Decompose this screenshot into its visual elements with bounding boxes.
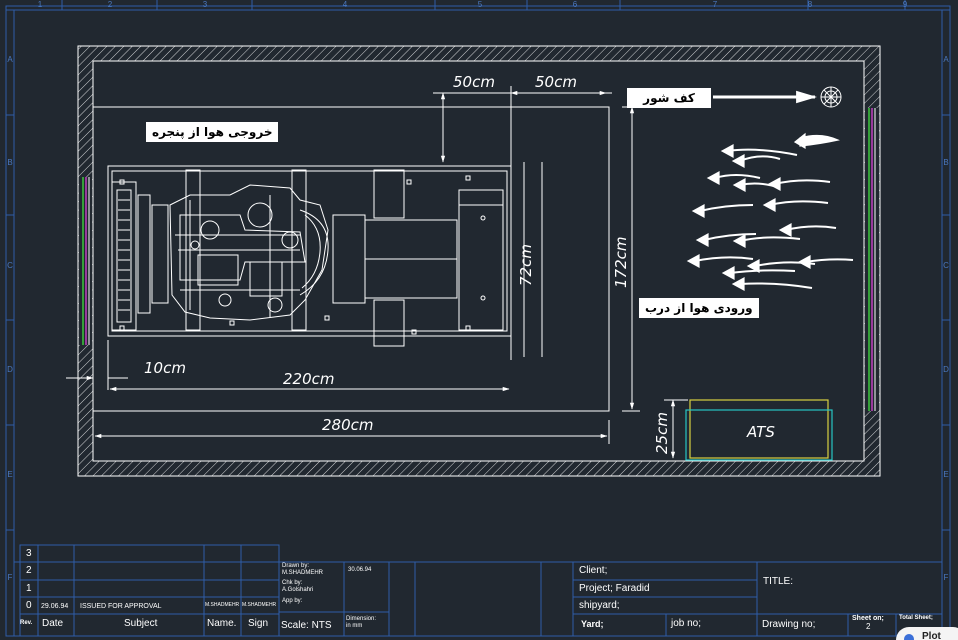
- border-row-label: B: [7, 158, 12, 167]
- floor-drain-symbol: [713, 86, 842, 108]
- border-row-label: F: [944, 573, 949, 582]
- dim-gap-top: 50cm: [453, 73, 495, 91]
- rev0-sign: M.SHADMEHR: [242, 602, 277, 608]
- border-row-label: C: [7, 261, 13, 270]
- app-by-label: App by:: [282, 598, 303, 604]
- header-name: Name.: [207, 618, 237, 629]
- header-subject: Subject: [124, 618, 158, 629]
- drawing-no: Drawing no;: [762, 619, 816, 630]
- yard: Yard;: [581, 619, 604, 629]
- client: Client;: [579, 565, 608, 576]
- title-label: TITLE:: [763, 576, 794, 587]
- sheet-border: [5, 5, 951, 637]
- border-row-label: A: [7, 55, 13, 64]
- plot-label: Plot: [922, 631, 941, 640]
- room-walls: [77, 45, 881, 477]
- rev0-subject: ISSUED FOR APPROVAL: [80, 603, 162, 610]
- scale: Scale: NTS: [281, 620, 332, 631]
- plot-button[interactable]: Plot: [896, 627, 958, 640]
- drawn-date: 30.06.94: [348, 567, 372, 573]
- total-sheet-label: Total Sheet;: [899, 615, 933, 621]
- dimension-label: Dimension:: [346, 616, 377, 622]
- dim-ats-height: 25cm: [653, 412, 671, 454]
- plot-icon: [904, 634, 914, 640]
- border-row-label: D: [7, 365, 13, 374]
- border-row-label: B: [943, 158, 948, 167]
- dim-gap-front: 50cm: [535, 73, 577, 91]
- project: Project; Faradid: [579, 583, 650, 594]
- header-date: Date: [42, 618, 64, 629]
- dim-gen-length: 220cm: [283, 370, 335, 388]
- sheet-on-label: Sheet on;: [852, 615, 884, 622]
- border-col-label: 6: [573, 0, 578, 9]
- drawn-by: M.SHADMEHR: [282, 570, 324, 576]
- border-col-label: 7: [713, 0, 718, 9]
- rev-number-2: 2: [26, 565, 32, 576]
- dimension-lines: [66, 86, 688, 459]
- shipyard: shipyard;: [579, 600, 620, 611]
- border-col-label: 8: [808, 0, 813, 9]
- dim-side-gap: 10cm: [144, 359, 186, 377]
- drawn-by-label: Drawn by:: [282, 563, 310, 569]
- header-rev: Rev.: [20, 620, 33, 626]
- left-wall-vent: [79, 177, 92, 345]
- border-col-label: 3: [203, 0, 208, 9]
- rev-number-3: 3: [26, 548, 32, 559]
- rev0-date: 29.06.94: [41, 603, 69, 610]
- label-exhaust: خروجی هوا از پنجره: [146, 122, 279, 142]
- border-grid-ticks: [6, 0, 950, 531]
- dim-room-width: 172cm: [612, 237, 630, 289]
- chk-by: A.Golshahri: [282, 587, 314, 593]
- rev0-name: M.SHADMEHR: [205, 602, 240, 608]
- job-no: job no;: [671, 618, 702, 629]
- dimension-value: in mm: [346, 623, 363, 629]
- border-row-labels: A A B B C C D D E E F F: [7, 55, 949, 582]
- label-air-intake: ورودی هوا از درب: [639, 298, 759, 318]
- generator-zone-outline: [93, 106, 610, 412]
- sheet-on-value: 2: [866, 622, 871, 631]
- generator-set: [107, 165, 512, 347]
- header-sign: Sign: [248, 618, 269, 629]
- border-row-label: E: [943, 470, 948, 479]
- border-col-label: 4: [343, 0, 348, 9]
- right-wall-vent: [865, 108, 879, 411]
- label-floor-drain: کف شور: [627, 88, 711, 108]
- dim-gen-width: 72cm: [517, 244, 535, 286]
- rev-number-1: 1: [26, 583, 32, 594]
- border-col-label: 2: [108, 0, 113, 9]
- border-row-label: C: [943, 261, 949, 270]
- ats-label: ATS: [746, 423, 775, 441]
- border-col-label: 1: [38, 0, 43, 9]
- rev-number-0: 0: [26, 600, 32, 611]
- dimension-texts: 50cm 50cm 72cm 172cm 10cm 220cm 280cm 25…: [144, 73, 775, 454]
- border-col-label: 5: [478, 0, 483, 9]
- border-row-label: F: [8, 573, 13, 582]
- airflow-arrows: [686, 132, 854, 292]
- dim-room-length: 280cm: [322, 416, 374, 434]
- border-row-label: D: [943, 365, 949, 374]
- title-block-lines: [14, 544, 942, 637]
- border-row-label: E: [7, 470, 12, 479]
- ats-panel: [685, 399, 833, 461]
- border-col-label: 9: [903, 0, 908, 9]
- border-column-labels: 1 2 3 4 5 6 7 8 9: [38, 0, 908, 9]
- chk-by-label: Chk by:: [282, 580, 303, 586]
- border-row-label: A: [943, 55, 949, 64]
